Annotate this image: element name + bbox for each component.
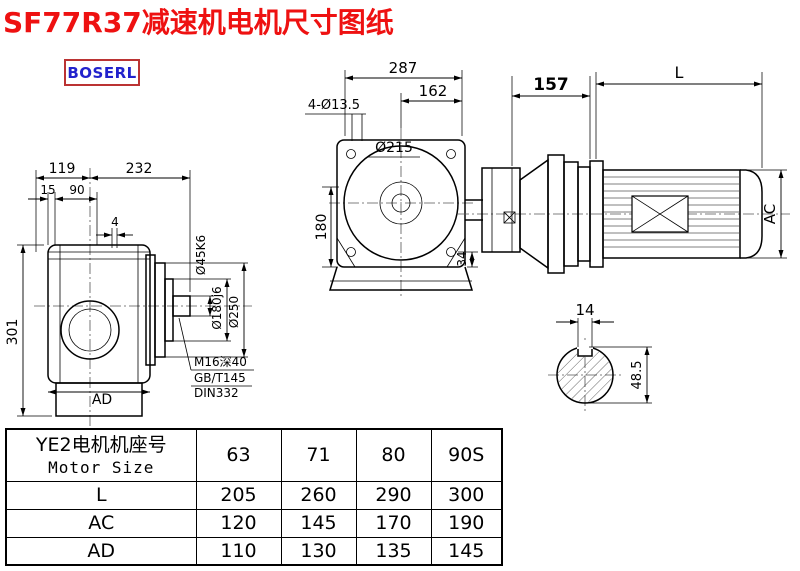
dim-232: 232 (126, 161, 153, 177)
dim-162: 162 (419, 82, 448, 100)
dim-287: 287 (389, 59, 418, 77)
dim-flange-od: Ø250 (227, 296, 241, 328)
table-cell: 190 (430, 508, 503, 538)
side-view: 157 L AC (458, 63, 790, 274)
dim-90: 90 (69, 183, 84, 197)
table-cell: 290 (355, 480, 432, 510)
page-title: SF77R37减速机电机尺寸图纸 (3, 6, 394, 39)
table-cell: 300 (430, 480, 503, 510)
front-view: 287 162 4-Ø13.5 Ø215 180 34 (305, 59, 478, 296)
note-tap: M16深40 (194, 355, 247, 369)
dim-15: 15 (40, 183, 55, 197)
dim-4: 4 (111, 215, 119, 229)
dim-AC: AC (761, 204, 779, 224)
motor-size-table: YE2电机机座号 Motor Size 63 71 80 90S L 205 2… (5, 428, 503, 566)
frame-size-header: 71 (280, 428, 357, 482)
table-row-AC: AC 120 145 170 190 (5, 508, 503, 538)
dim-L: L (675, 63, 684, 82)
label-holes: 4-Ø13.5 (308, 98, 360, 113)
row-label: AD (5, 536, 197, 566)
label-flange-diameter: Ø215 (375, 140, 413, 156)
shaft-section-view: 14 48.5 (548, 301, 652, 412)
table-cell: 130 (280, 536, 357, 566)
table-cell: 120 (195, 508, 282, 538)
note-din-standard: DIN332 (194, 386, 239, 400)
dim-14: 14 (575, 301, 594, 319)
brand-logo-text: BOSERL (67, 63, 137, 82)
row-label: AC (5, 508, 197, 538)
table-cell: 145 (430, 536, 503, 566)
dim-180: 180 (314, 214, 330, 241)
left-view: 119 232 15 90 4 301 AD Ø45K6 Ø180j6 (5, 161, 254, 428)
frame-size-header: 63 (195, 428, 282, 482)
table-cell: 145 (280, 508, 357, 538)
dim-spigot-diameter: Ø180j6 (210, 286, 224, 329)
table-cell: 205 (195, 480, 282, 510)
motor-size-header-cell: YE2电机机座号 Motor Size (5, 428, 197, 482)
dim-AD: AD (92, 392, 112, 408)
dim-301: 301 (5, 319, 21, 346)
table-row-AD: AD 110 130 135 145 (5, 536, 503, 566)
frame-size-header: 90S (430, 428, 503, 482)
dim-119: 119 (49, 161, 76, 177)
dim-157: 157 (533, 75, 569, 95)
motor-size-label-cn: YE2电机机座号 (35, 433, 167, 456)
table-cell: 170 (355, 508, 432, 538)
dim-48-5: 48.5 (630, 361, 645, 390)
table-cell: 135 (355, 536, 432, 566)
frame-size-header: 80 (355, 428, 432, 482)
row-label: L (5, 480, 197, 510)
motor-size-label-en: Motor Size (48, 457, 155, 477)
table-cell: 110 (195, 536, 282, 566)
dim-shaft-diameter: Ø45K6 (194, 235, 208, 275)
note-gb-standard: GB/T145 (194, 371, 246, 385)
table-header-row: YE2电机机座号 Motor Size 63 71 80 90S (5, 428, 503, 482)
brand-logo: BOSERL (64, 59, 140, 86)
table-row-L: L 205 260 290 300 (5, 480, 503, 510)
table-cell: 260 (280, 480, 357, 510)
dim-34: 34 (455, 251, 469, 266)
